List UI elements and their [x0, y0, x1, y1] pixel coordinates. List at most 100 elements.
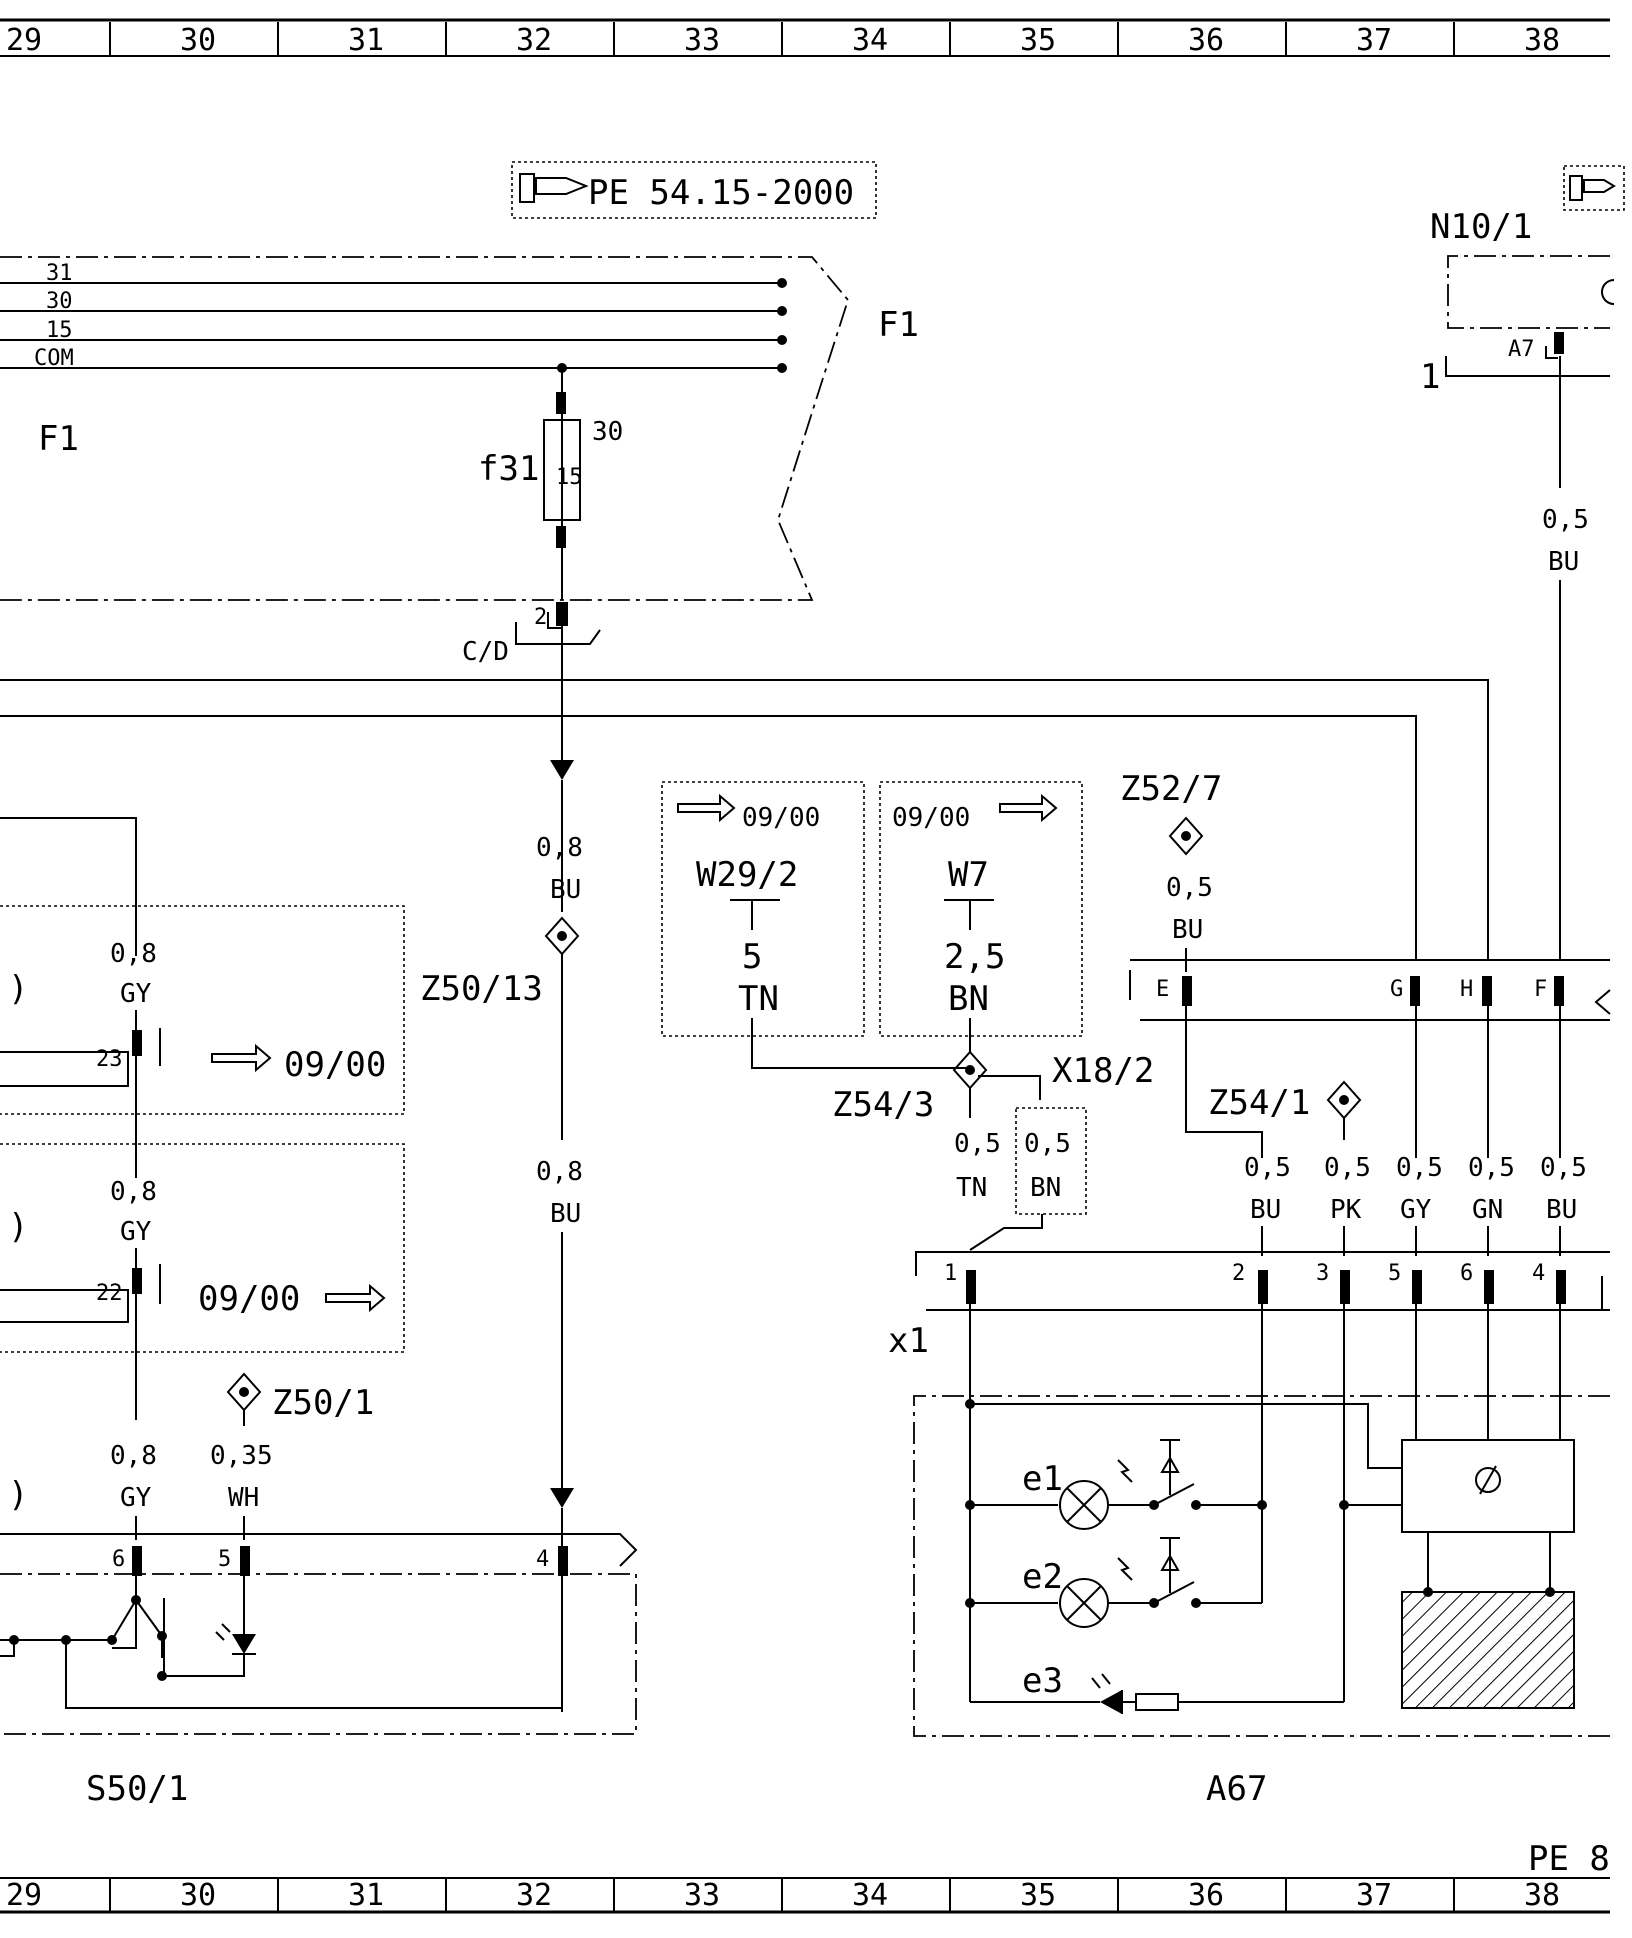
z52-7-label: Z52/7 [1120, 769, 1222, 809]
wire-size: 0,8 [110, 1177, 157, 1207]
wire-color: BU [1172, 915, 1203, 945]
grid-top-30: 30 [180, 23, 216, 58]
pin-g: G [1390, 977, 1403, 1002]
wire-size: 0,8 [536, 1157, 583, 1187]
bus-com: COM [34, 346, 74, 371]
w7-box: 09/00 W7 2,5 BN [879, 781, 1083, 1052]
left-stub: ) [8, 1207, 28, 1247]
wire-color: PK [1330, 1195, 1362, 1225]
grid-bottom-31: 31 [348, 1878, 384, 1913]
grid-top-31: 31 [348, 23, 384, 58]
wire-size: 0,5 [954, 1129, 1001, 1159]
grid-top-38: 38 [1524, 23, 1560, 58]
gear-icon [1601, 279, 1615, 305]
z54-1-splice: Z54/1 [1208, 1080, 1362, 1140]
wire-size: 0,35 [210, 1441, 273, 1471]
page-ref: PE 8 [1528, 1839, 1610, 1879]
wire-color: GY [120, 979, 152, 1009]
wire-size: 0,5 [1166, 873, 1213, 903]
pin-f: F [1534, 977, 1547, 1002]
x1-pin-1: 1 [944, 1261, 957, 1286]
fuse-rating: 15 [556, 465, 583, 490]
cd-label: C/D [462, 637, 509, 667]
bus-15: 15 [46, 318, 73, 343]
w7-arrow-text: 09/00 [892, 803, 970, 833]
display-panel [1401, 1591, 1575, 1709]
wire-color: GY [1400, 1195, 1432, 1225]
wire-size: 0,8 [536, 833, 583, 863]
a67-module: A67 e1 e2 e3 [913, 1304, 1610, 1809]
wire-size: 0,5 [1540, 1153, 1587, 1183]
z50-13-label: Z50/13 [420, 969, 543, 1009]
grid-bottom-33: 33 [684, 1878, 720, 1913]
grid-top-36: 36 [1188, 23, 1224, 58]
grid-bottom-36: 36 [1188, 1878, 1224, 1913]
pe-reference-partial[interactable] [1563, 165, 1625, 211]
x1-pin-3: 3 [1316, 1261, 1329, 1286]
f1-fuse-box: 31 30 15 COM F1 F1 f31 15 30 [0, 256, 919, 601]
x1-pin-4: 4 [1532, 1261, 1545, 1286]
splice-icon [1168, 816, 1204, 856]
pe-reference[interactable]: PE 54.15-2000 [511, 161, 877, 219]
pin-e: E [1156, 977, 1169, 1002]
arrow-right-icon [999, 793, 1058, 823]
grid-top-33: 33 [684, 23, 720, 58]
left-box-22: ) 0,8 GY 22 09/00 [0, 1143, 405, 1420]
wire-color: TN [956, 1173, 987, 1203]
s50-label: S50/1 [86, 1769, 188, 1809]
w29-size: 5 [742, 937, 762, 977]
s50-module: ) 6 5 4 S50/1 [0, 1475, 638, 1809]
n10-pin-1: 1 [1420, 357, 1440, 397]
pin-5: 5 [218, 1547, 231, 1572]
z52-7-splice: Z52/7 0,5 BU [1120, 769, 1222, 972]
e3-label: e3 [1022, 1661, 1063, 1701]
pointing-hand-icon [1583, 179, 1616, 193]
x1-connector: x1 1 2 3 5 6 4 [888, 1251, 1610, 1361]
w7-color: BN [948, 979, 989, 1019]
grid-top-29: 29 [6, 23, 42, 58]
wire-size: 0,5 [1396, 1153, 1443, 1183]
w7-size: 2,5 [944, 937, 1005, 977]
wire-color: BU [550, 875, 581, 905]
grid-top-37: 37 [1356, 23, 1392, 58]
z50-1-label: Z50/1 [272, 1383, 374, 1423]
cd-connector: 2 C/D [462, 602, 601, 780]
pin-h: H [1460, 977, 1473, 1002]
fuse-amp-note: 30 [592, 417, 623, 447]
z50-1-splice: Z50/1 0,8 GY 0,35 WH [110, 1372, 374, 1540]
w29-color: TN [738, 979, 779, 1019]
wire-color: GY [120, 1483, 152, 1513]
pin-22: 22 [96, 1281, 123, 1306]
bus-31: 31 [46, 261, 73, 286]
w7-code: W7 [948, 855, 989, 895]
x1-pin-6: 6 [1460, 1261, 1473, 1286]
bus-30: 30 [46, 289, 73, 314]
wire-size: 0,5 [1244, 1153, 1291, 1183]
grid-bottom-37: 37 [1356, 1878, 1392, 1913]
wire-color: GY [120, 1217, 152, 1247]
fuse-label: f31 [478, 449, 539, 489]
x1-label: x1 [888, 1321, 929, 1361]
connector-strip-upper: E G H F [1129, 959, 1611, 1158]
n10-pin-a7: A7 [1508, 337, 1535, 362]
pe-reference-text: PE 54.15-2000 [588, 173, 854, 213]
f1-label-left: F1 [38, 419, 79, 459]
z54-3-splice: X18/2 Z54/3 0,5 TN 0,5 BN [832, 1050, 1154, 1251]
left-box-23: ) 0,8 GY 23 09/00 [0, 817, 405, 1178]
wire-color: GN [1472, 1195, 1503, 1225]
wire-size: 0,5 [1468, 1153, 1515, 1183]
cd-pin-2: 2 [534, 605, 547, 630]
n10-module: N10/1 1 A7 0,5 BU [1420, 207, 1615, 960]
wire-color: BU [1546, 1195, 1577, 1225]
grid-bottom-38: 38 [1524, 1878, 1560, 1913]
pin-6: 6 [112, 1547, 125, 1572]
wire-size: 0,5 [1542, 505, 1589, 535]
wire-color: WH [228, 1483, 259, 1513]
wire-size: 0,8 [110, 1441, 157, 1471]
arrow-right-icon [677, 793, 736, 823]
pin-4: 4 [536, 1547, 549, 1572]
pin-23: 23 [96, 1047, 123, 1072]
wire-color: BU [550, 1199, 581, 1229]
n10-label: N10/1 [1430, 207, 1532, 247]
